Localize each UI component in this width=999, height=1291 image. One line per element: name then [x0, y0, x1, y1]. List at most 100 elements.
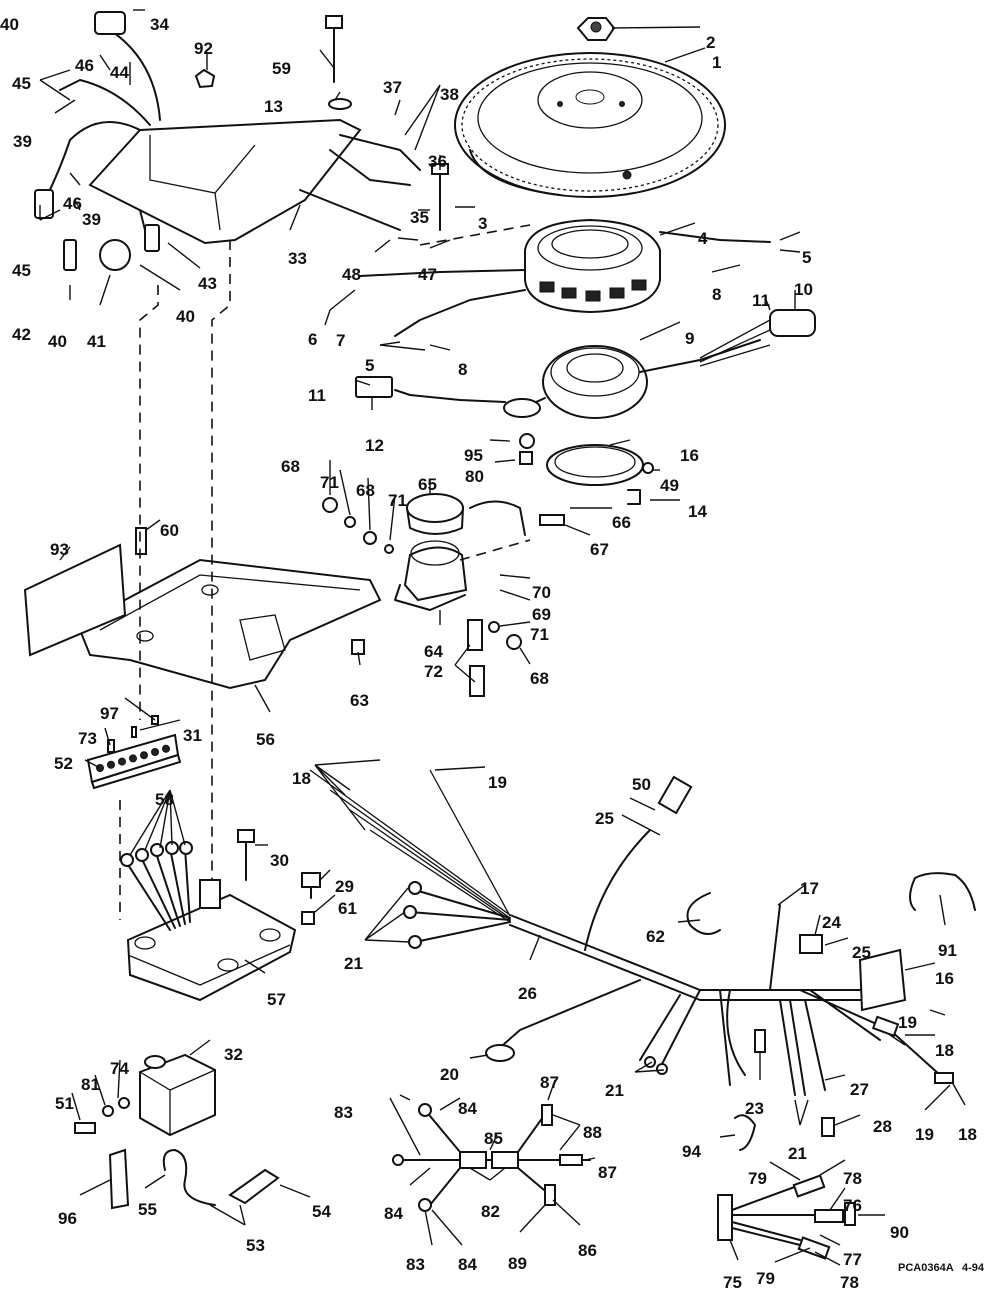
callout-55: 55 [138, 1200, 157, 1219]
jumper-harness [392, 1103, 591, 1212]
callout-78: 78 [843, 1169, 862, 1188]
power-pack [120, 829, 321, 1002]
callout-14: 14 [688, 502, 707, 521]
callout-96: 96 [58, 1209, 77, 1228]
callout-20: 20 [440, 1065, 459, 1084]
callout-85: 85 [484, 1129, 503, 1148]
callout-19: 19 [898, 1013, 917, 1032]
date-code: 4-94 [962, 1262, 985, 1274]
callout-49: 49 [660, 476, 679, 495]
callout-31: 31 [183, 726, 202, 745]
electrical-bracket [23, 527, 382, 690]
callout-81: 81 [81, 1075, 100, 1094]
alignment-lines [119, 224, 531, 920]
reference-code: PCA0364A [898, 1262, 954, 1274]
callout-91: 91 [938, 941, 957, 960]
callout-80: 80 [465, 467, 484, 486]
callout-92: 92 [194, 39, 213, 58]
callout-90: 90 [890, 1223, 909, 1242]
callout-48: 48 [342, 265, 361, 284]
callout-71: 71 [530, 625, 549, 644]
callout-93: 93 [50, 540, 69, 559]
starter-solenoid [322, 433, 565, 697]
callout-34: 34 [150, 15, 169, 34]
spark-plug-lead [162, 1149, 280, 1206]
callout-89: 89 [508, 1254, 527, 1273]
callout-41: 41 [87, 332, 106, 351]
callout-11: 11 [752, 291, 770, 310]
callout-71: 71 [388, 491, 407, 510]
callout-43: 43 [198, 274, 217, 293]
callout-24: 24 [822, 913, 841, 932]
callout-40: 40 [48, 332, 67, 351]
callout-84: 84 [384, 1204, 403, 1223]
ignition-coil [74, 1053, 216, 1210]
callout-83: 83 [406, 1255, 425, 1274]
callout-12: 12 [365, 436, 384, 455]
callout-44: 44 [110, 63, 129, 82]
callout-83: 83 [334, 1103, 353, 1122]
callout-73: 73 [78, 729, 97, 748]
callout-9: 9 [685, 329, 694, 348]
callout-65: 65 [418, 475, 437, 494]
callout-16: 16 [935, 969, 954, 988]
callout-79: 79 [756, 1269, 775, 1288]
callout-82: 82 [481, 1202, 500, 1221]
callout-94: 94 [682, 1142, 701, 1161]
terminal-screw [151, 748, 159, 756]
callout-37: 37 [383, 78, 402, 97]
callout-3: 3 [478, 214, 487, 233]
terminal-screw [118, 757, 126, 766]
callout-7: 7 [336, 331, 345, 350]
callout-2: 2 [706, 33, 715, 52]
callout-17: 17 [800, 879, 819, 898]
leader-lines [39, 9, 966, 1266]
callout-68: 68 [281, 457, 300, 476]
callout-10: 10 [794, 280, 813, 299]
callout-97: 97 [100, 704, 119, 723]
callout-40: 40 [176, 307, 195, 326]
callout-79: 79 [748, 1169, 767, 1188]
callout-84: 84 [458, 1255, 477, 1274]
callout-19: 19 [488, 773, 507, 792]
callout-70: 70 [532, 583, 551, 602]
callout-76: 76 [843, 1196, 862, 1215]
callout-64: 64 [424, 642, 443, 661]
callout-5: 5 [802, 248, 811, 267]
callout-33: 33 [288, 249, 307, 268]
timer-base [355, 309, 816, 419]
callout-69: 69 [532, 605, 551, 624]
callout-47: 47 [418, 265, 437, 284]
callout-16: 16 [680, 446, 699, 465]
callout-25: 25 [852, 943, 871, 962]
callout-72: 72 [424, 662, 443, 681]
callout-18: 18 [292, 769, 311, 788]
callout-66: 66 [612, 513, 631, 532]
callout-38: 38 [440, 85, 459, 104]
retainer-ring [546, 444, 654, 505]
ignition-module-cover [34, 11, 421, 271]
callout-4: 4 [698, 229, 708, 248]
callout-87: 87 [598, 1163, 617, 1182]
callout-78: 78 [840, 1273, 859, 1291]
callout-28: 28 [873, 1117, 892, 1136]
harness-clamps [686, 872, 976, 1151]
callout-21: 21 [788, 1144, 807, 1163]
callout-29: 29 [335, 877, 354, 896]
callout-58: 58 [155, 790, 174, 809]
callout-86: 86 [578, 1241, 597, 1260]
callout-13: 13 [264, 97, 283, 116]
callout-56: 56 [256, 730, 275, 749]
callout-54: 54 [312, 1202, 331, 1221]
flywheel [454, 52, 726, 198]
kill-switch-connector [717, 1174, 856, 1260]
callout-26: 26 [518, 984, 537, 1003]
callout-60: 60 [160, 521, 179, 540]
callout-39: 39 [13, 132, 32, 151]
terminal-screw [129, 754, 137, 763]
callout-46: 46 [63, 194, 82, 213]
callout-87: 87 [540, 1073, 559, 1092]
callout-39: 39 [82, 210, 101, 229]
